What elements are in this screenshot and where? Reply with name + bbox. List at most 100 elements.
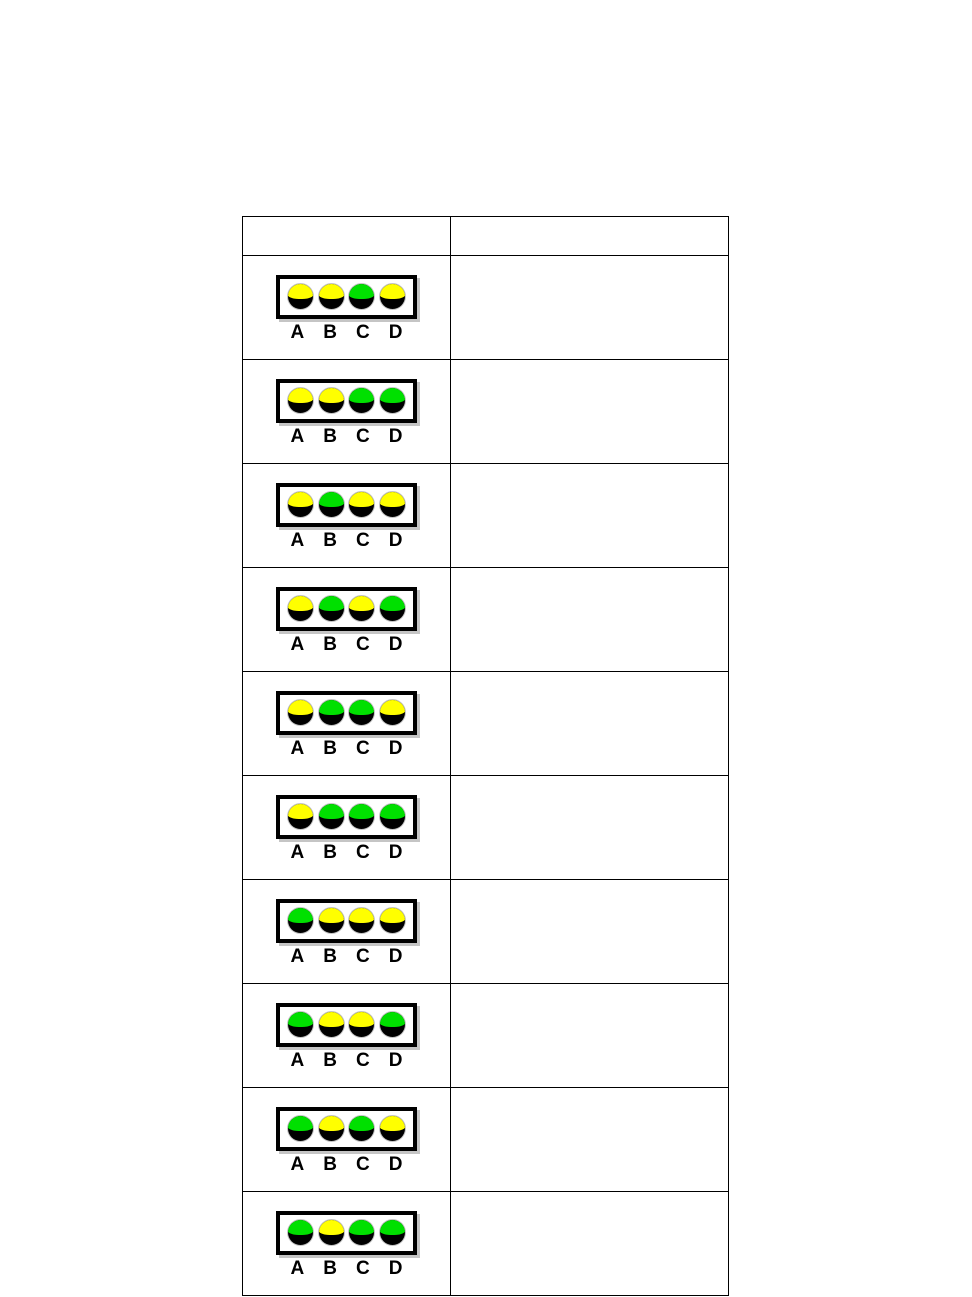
- notes-cell[interactable]: [450, 1087, 729, 1192]
- led-indicator-d: [380, 388, 406, 414]
- notes-cell[interactable]: [450, 983, 729, 1088]
- led-indicator-a: [287, 1116, 313, 1142]
- led-panel: [276, 378, 417, 423]
- led-label-a: A: [290, 633, 305, 655]
- led-dome-icon: [318, 596, 344, 612]
- led-label-c: C: [356, 1153, 370, 1175]
- led-indicator-d: [380, 284, 406, 310]
- led-indicator-b: [318, 284, 344, 310]
- led-indicator-b: [318, 1116, 344, 1142]
- led-dome-icon: [349, 1012, 375, 1028]
- led-indicator-c: [349, 700, 375, 726]
- led-indicator-d: [380, 596, 406, 622]
- led-label-d: D: [388, 1153, 403, 1175]
- notes-cell[interactable]: [450, 775, 729, 880]
- led-label-b: B: [323, 529, 337, 551]
- led-indicator-c: [349, 388, 375, 414]
- led-label-b: B: [323, 737, 337, 759]
- led-indicator-d: [380, 492, 406, 518]
- led-dome-icon: [349, 1116, 375, 1132]
- led-dome-icon: [380, 492, 406, 508]
- led-label-d: D: [388, 945, 403, 967]
- led-label-b: B: [323, 945, 337, 967]
- led-label-d: D: [388, 737, 403, 759]
- led-label-a: A: [290, 1153, 305, 1175]
- notes-cell[interactable]: [450, 255, 729, 360]
- led-label-d: D: [388, 321, 403, 343]
- led-indicator-a: [287, 284, 313, 310]
- led-label-a: A: [290, 321, 305, 343]
- led-dome-icon: [380, 284, 406, 300]
- led-label-b: B: [323, 633, 337, 655]
- led-dome-icon: [349, 700, 375, 716]
- led-indicator-c: [349, 596, 375, 622]
- led-dome-icon: [318, 1116, 344, 1132]
- led-panel: [276, 586, 417, 631]
- led-dome-icon: [287, 700, 313, 716]
- led-indicator-d: [380, 1220, 406, 1246]
- led-indicator-c: [349, 1012, 375, 1038]
- table-header-row: [242, 216, 729, 256]
- led-dome-icon: [380, 596, 406, 612]
- led-dome-icon: [349, 388, 375, 404]
- led-dome-icon: [349, 596, 375, 612]
- led-dome-icon: [349, 908, 375, 924]
- led-label-d: D: [388, 841, 403, 863]
- led-indicator-b: [318, 804, 344, 830]
- led-indicator-b: [318, 1220, 344, 1246]
- led-label-a: A: [290, 737, 305, 759]
- led-dome-icon: [318, 388, 344, 404]
- led-dome-icon: [380, 1220, 406, 1236]
- led-dome-icon: [287, 804, 313, 820]
- led-dome-icon: [349, 1220, 375, 1236]
- led-dome-icon: [287, 388, 313, 404]
- notes-cell[interactable]: [450, 671, 729, 776]
- led-dome-icon: [287, 1116, 313, 1132]
- led-panel: [276, 1210, 417, 1255]
- led-label-b: B: [323, 841, 337, 863]
- led-indicator-c: [349, 804, 375, 830]
- led-label-b: B: [323, 1049, 337, 1071]
- led-indicator-a: [287, 388, 313, 414]
- led-label-c: C: [356, 945, 370, 967]
- led-indicator-a: [287, 1220, 313, 1246]
- led-indicator-a: [287, 492, 313, 518]
- led-label-d: D: [388, 529, 403, 551]
- notes-cell[interactable]: [450, 463, 729, 568]
- notes-cell[interactable]: [450, 567, 729, 672]
- led-label-c: C: [356, 321, 370, 343]
- notes-cell[interactable]: [450, 1191, 729, 1296]
- notes-cell[interactable]: [450, 359, 729, 464]
- led-dome-icon: [380, 804, 406, 820]
- led-label-b: B: [323, 1153, 337, 1175]
- led-dome-icon: [380, 700, 406, 716]
- led-dome-icon: [318, 700, 344, 716]
- led-label-a: A: [290, 1257, 305, 1279]
- led-panel: [276, 1002, 417, 1047]
- led-panel: [276, 898, 417, 943]
- notes-cell[interactable]: [450, 879, 729, 984]
- led-label-c: C: [356, 425, 370, 447]
